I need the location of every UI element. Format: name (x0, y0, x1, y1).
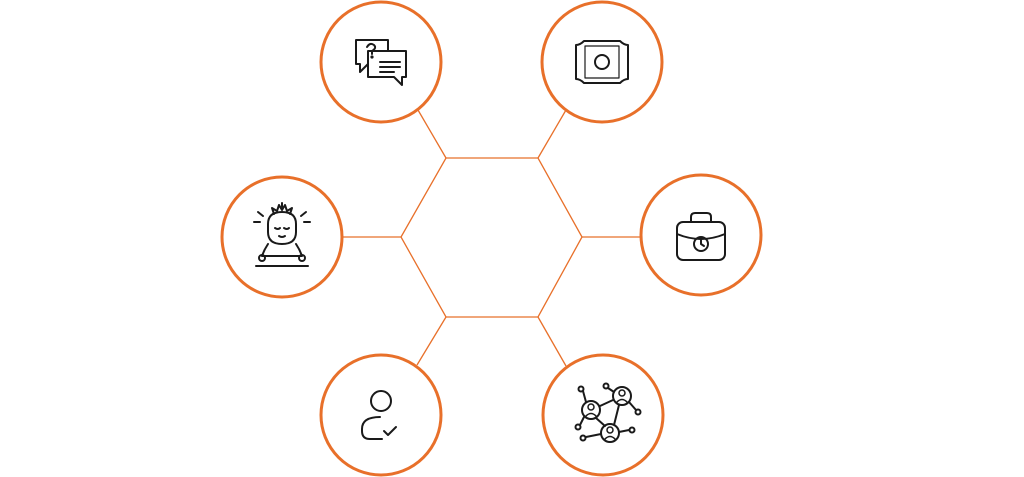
node-circle-user (319, 353, 443, 477)
connector-money (537, 109, 567, 159)
people-network-icon (574, 382, 642, 443)
node-circle-briefcase (639, 173, 763, 297)
connector-user (416, 316, 447, 366)
briefcase-clock-icon (676, 212, 726, 261)
chat-question-icon (355, 39, 407, 86)
node-circle-meditation (220, 175, 344, 299)
center-hexagon (400, 157, 583, 318)
connector-chat (417, 109, 447, 159)
meditation-person-icon (253, 202, 311, 267)
connector-network (537, 316, 567, 367)
banknote-icon (575, 40, 629, 84)
node-circle-network (541, 353, 665, 477)
node-circle-money (540, 0, 664, 124)
node-circle-chat (319, 0, 443, 124)
user-check-icon (361, 390, 397, 440)
